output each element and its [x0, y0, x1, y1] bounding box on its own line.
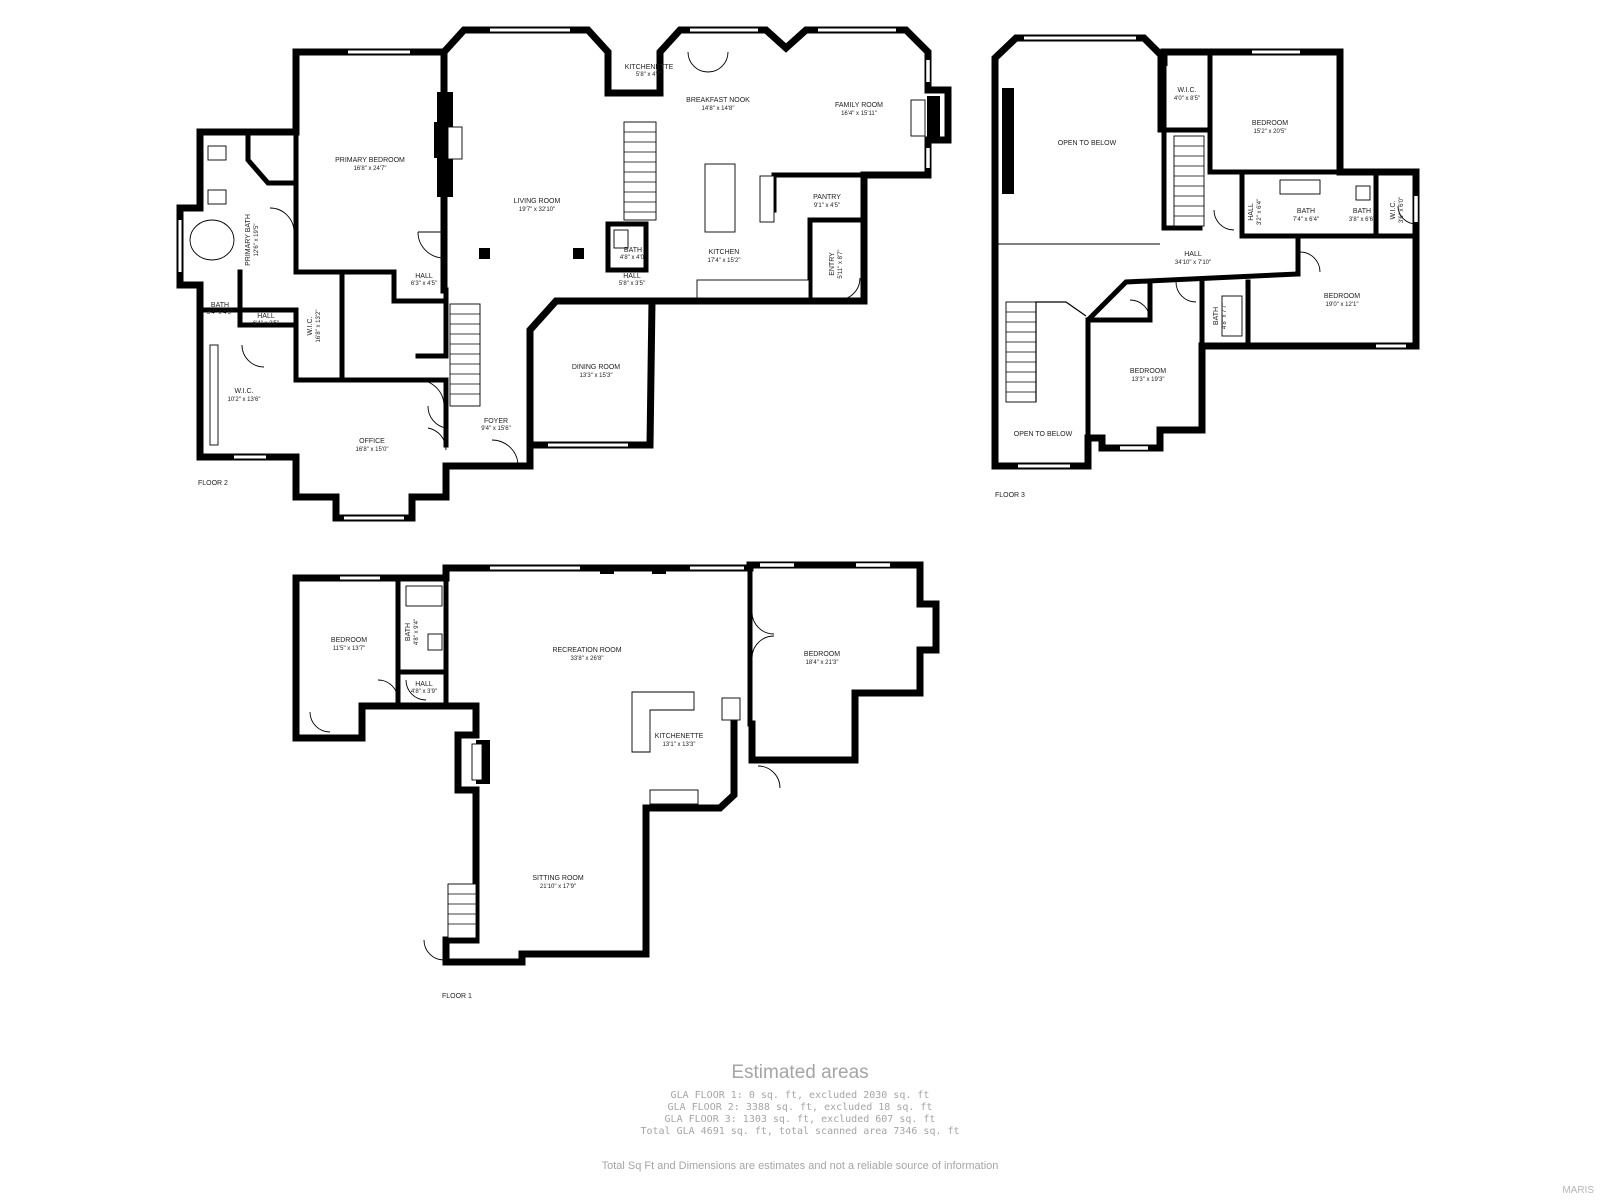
room-label: BREAKFAST NOOK: [686, 97, 750, 104]
room-label: FAMILY ROOM: [835, 102, 883, 109]
floor-1-plan: [292, 561, 940, 966]
room-label: W.I.C.: [1390, 200, 1397, 219]
area-line: GLA FLOOR 3: 1303 sq. ft, excluded 607 s…: [664, 1114, 936, 1125]
room-label: RECREATION ROOM: [552, 647, 621, 654]
room-label: BEDROOM: [1324, 293, 1360, 300]
room-dims: 33'8" x 26'8": [571, 656, 604, 662]
estimated-areas-title: Estimated areas: [731, 1062, 869, 1083]
floor-label: FLOOR 2: [198, 480, 228, 487]
disclaimer-text: Total Sq Ft and Dimensions are estimates…: [601, 1160, 999, 1172]
room-label: SITTING ROOM: [532, 875, 584, 882]
room-label: PRIMARY BATH: [245, 214, 252, 266]
room-label: BATH: [1297, 208, 1315, 215]
room-dims: 16'8" x 13'2": [316, 310, 322, 343]
room-dims: 3'6" x 6'0": [1399, 197, 1405, 223]
room-label: ENTRY: [829, 252, 836, 276]
room-label: PANTRY: [813, 194, 841, 201]
room-dims: 21'10" x 17'9": [540, 884, 576, 890]
room-dims: 5'8" x 3'5": [619, 281, 645, 287]
room-label: BATH: [1353, 208, 1371, 215]
room-dims: 6'4" x 3'5": [253, 321, 279, 327]
room-label: KITCHEN: [709, 249, 740, 256]
room-dims: 13'3" x 15'3": [580, 373, 613, 379]
room-label: BEDROOM: [1252, 120, 1288, 127]
room-dims: 6'3" x 4'5": [411, 281, 437, 287]
room-dims: 5'8" x 4'7": [636, 72, 662, 78]
floor-3-labels: OPEN TO BELOW W.I.C. 4'0" x 8'5" BEDROOM…: [995, 87, 1405, 499]
room-dims: 16'8" x 24'7": [354, 166, 387, 172]
area-line: Total GLA 4691 sq. ft, total scanned are…: [640, 1126, 960, 1137]
room-label: BEDROOM: [804, 651, 840, 658]
floor-2-labels: PRIMARY BEDROOM 16'8" x 24'7" PRIMARY BA…: [198, 64, 883, 487]
room-dims: 9'4" x 15'6": [481, 426, 511, 432]
room-label: BATH: [1213, 307, 1220, 325]
room-dims: 15'2" x 20'5": [1254, 129, 1287, 135]
room-label: W.I.C.: [1177, 87, 1196, 94]
room-dims: 4'8" x 4'0": [620, 255, 646, 261]
room-dims: 9'1" x 4'5": [814, 203, 840, 209]
room-dims: 3'4" x 4'5": [207, 310, 233, 316]
room-label: PRIMARY BEDROOM: [335, 157, 405, 164]
room-label: HALL: [415, 681, 433, 688]
room-label: KITCHENETTE: [625, 64, 674, 71]
room-dims: 3'8" x 6'6": [1349, 217, 1375, 223]
room-dims: 4'8" x 7'7": [1222, 303, 1228, 329]
room-label: BATH: [405, 623, 412, 641]
room-dims: 4'8" x 9'4": [414, 619, 420, 645]
room-dims: 11'5" x 13'7": [333, 646, 365, 652]
floor-label: FLOOR 3: [995, 492, 1025, 499]
room-dims: 13'1" x 13'3": [663, 742, 696, 748]
room-label: W.I.C.: [307, 316, 314, 335]
room-label: OPEN TO BELOW: [1014, 431, 1073, 438]
room-label: LIVING ROOM: [514, 198, 561, 205]
room-dims: 17'4" x 15'2": [708, 258, 741, 264]
room-dims: 18'4" x 21'3": [806, 660, 839, 666]
estimated-areas-panel: Estimated areas GLA FLOOR 1: 0 sq. ft, e…: [600, 1062, 1000, 1138]
room-dims: 4'0" x 8'5": [1174, 96, 1200, 102]
room-label: OPEN TO BELOW: [1058, 140, 1117, 147]
room-label: OFFICE: [359, 438, 385, 445]
room-dims: 3'2" x 6'4": [1257, 199, 1263, 225]
room-label: DINING ROOM: [572, 364, 620, 371]
room-label: HALL: [257, 313, 275, 320]
room-dims: 7'4" x 6'4": [1293, 217, 1319, 223]
room-dims: 16'8" x 15'0": [356, 447, 389, 453]
room-dims: 12'6" x 19'5": [254, 224, 260, 257]
room-label: W.I.C.: [234, 388, 253, 395]
floor-label: FLOOR 1: [442, 993, 472, 1000]
room-dims: 19'0" x 12'1": [1326, 302, 1359, 308]
room-label: HALL: [1184, 251, 1202, 258]
room-label: HALL: [623, 273, 641, 280]
room-dims: 19'7" x 32'10": [519, 207, 555, 213]
floor-3-plan: [991, 34, 1420, 470]
room-label: FOYER: [484, 418, 508, 425]
room-label: HALL: [415, 273, 433, 280]
room-dims: 4'8" x 3'9": [411, 689, 437, 695]
room-label: BEDROOM: [331, 637, 367, 644]
watermark-text: MARIS: [1562, 1185, 1594, 1196]
room-dims: 14'8" x 14'8": [702, 106, 735, 112]
room-label: BATH: [211, 302, 229, 309]
room-dims: 34'10" x 7'10": [1175, 260, 1211, 266]
area-line: GLA FLOOR 2: 3388 sq. ft, excluded 18 sq…: [667, 1102, 933, 1113]
room-dims: 10'2" x 13'6": [228, 397, 261, 403]
room-label: BATH: [624, 247, 642, 254]
room-label: BEDROOM: [1130, 368, 1166, 375]
room-label: KITCHENETTE: [655, 733, 704, 740]
room-dims: 16'4" x 15'11": [841, 111, 877, 117]
area-line: GLA FLOOR 1: 0 sq. ft, excluded 2030 sq.…: [670, 1090, 930, 1101]
room-dims: 13'3" x 19'3": [1132, 377, 1165, 383]
floor-1-labels: BEDROOM 11'5" x 13'7" BATH 4'8" x 9'4" H…: [331, 619, 840, 1000]
room-dims: 5'11" x 8'7": [838, 249, 844, 278]
room-label: HALL: [1248, 203, 1255, 221]
floor-2-plan: [176, 26, 952, 522]
